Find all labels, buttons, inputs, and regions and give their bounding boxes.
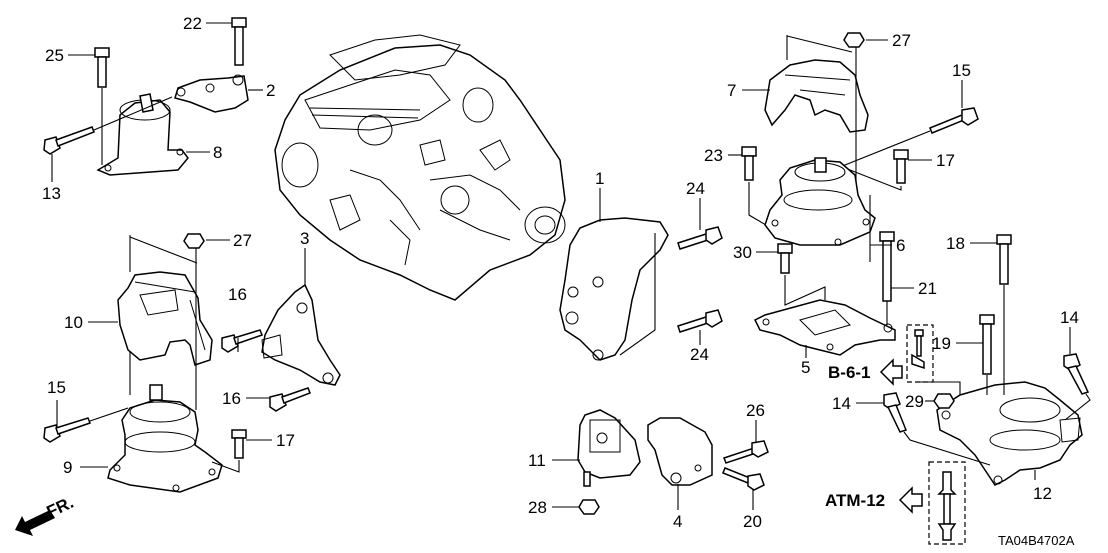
callout-24-lower[interactable]: 24 xyxy=(690,345,709,364)
callout-12[interactable]: 12 xyxy=(1033,484,1052,503)
callout-27-left[interactable]: 27 xyxy=(233,231,252,250)
bolt-16-upper xyxy=(221,329,263,353)
bolt-14-left xyxy=(883,392,991,466)
bolt-13 xyxy=(43,96,173,182)
callout-7[interactable]: 7 xyxy=(727,81,736,100)
part-4-bracket xyxy=(647,417,713,510)
callout-30[interactable]: 30 xyxy=(733,243,752,262)
callout-leaders xyxy=(56,22,1071,508)
callout-29[interactable]: 29 xyxy=(905,392,924,411)
callout-26[interactable]: 26 xyxy=(746,401,765,420)
callout-8[interactable]: 8 xyxy=(213,143,222,162)
mount-12 xyxy=(936,381,1083,486)
part-11-mount xyxy=(577,409,641,487)
callout-1[interactable]: 1 xyxy=(595,169,604,188)
nut-28 xyxy=(578,499,600,515)
bolt-18 xyxy=(996,234,1012,395)
callout-24-upper[interactable]: 24 xyxy=(686,179,705,198)
bolt-19 xyxy=(979,314,995,395)
bolt-24-upper xyxy=(677,198,723,250)
bolt-30 xyxy=(777,243,826,306)
reference-label-atm-12[interactable]: ATM-12 xyxy=(825,491,885,510)
callout-21[interactable]: 21 xyxy=(918,279,937,298)
callout-16-lower[interactable]: 16 xyxy=(222,389,241,408)
nut-29 xyxy=(933,393,955,409)
drawing-code: TA04B4702A xyxy=(998,533,1075,548)
callout-25[interactable]: 25 xyxy=(45,46,64,65)
nut-27-right xyxy=(843,32,865,195)
reference-atm-12: ATM-12 xyxy=(825,486,923,514)
reference-label-b-6-1[interactable]: B-6-1 xyxy=(828,363,871,382)
callout-13[interactable]: 13 xyxy=(42,184,61,203)
bolt-24-lower xyxy=(619,233,723,356)
reference-b-6-1: B-6-1 xyxy=(828,358,903,386)
front-direction-arrow: FR. xyxy=(15,493,77,536)
bolt-14-right xyxy=(1063,353,1091,421)
callout-14-right[interactable]: 14 xyxy=(1060,308,1079,327)
bolt-25 xyxy=(94,47,110,165)
part-5-plate xyxy=(753,299,896,358)
callout-15-right[interactable]: 15 xyxy=(952,61,971,80)
callout-17-right[interactable]: 17 xyxy=(936,151,955,170)
callout-15-left[interactable]: 15 xyxy=(47,378,66,397)
callout-27-right[interactable]: 27 xyxy=(892,31,911,50)
callout-5[interactable]: 5 xyxy=(801,358,810,377)
bolt-17-left xyxy=(211,429,247,473)
callout-23[interactable]: 23 xyxy=(704,146,723,165)
callout-14-left[interactable]: 14 xyxy=(832,394,851,413)
bolt-15-right xyxy=(839,107,979,168)
bolt-21 xyxy=(879,231,895,325)
callout-11[interactable]: 11 xyxy=(528,451,546,470)
part-2-bracket xyxy=(174,74,249,113)
callout-22[interactable]: 22 xyxy=(183,14,202,33)
detail-box-atm-12 xyxy=(928,461,966,545)
callout-2[interactable]: 2 xyxy=(266,81,275,100)
part-10-cover xyxy=(117,235,213,395)
callout-19[interactable]: 19 xyxy=(932,334,951,353)
callout-10[interactable]: 10 xyxy=(64,313,83,332)
callout-6[interactable]: 6 xyxy=(896,236,905,255)
bolt-17-right xyxy=(844,149,909,191)
mount-6 xyxy=(764,157,876,262)
engine-assembly xyxy=(274,34,566,301)
callout-17-left[interactable]: 17 xyxy=(276,431,295,450)
nut-27-left xyxy=(183,233,205,410)
callout-numbers: 22 25 2 8 13 27 3 16 10 16 15 17 9 1 24 … xyxy=(42,14,1079,531)
bolt-26 xyxy=(723,420,769,464)
callout-9[interactable]: 9 xyxy=(63,458,72,477)
bolt-15-left xyxy=(43,407,129,443)
bolt-16-lower xyxy=(269,387,311,412)
mount-9 xyxy=(107,384,223,493)
bolt-22 xyxy=(231,17,247,66)
part-3-bracket xyxy=(261,248,341,386)
callout-28[interactable]: 28 xyxy=(528,498,547,517)
callout-20[interactable]: 20 xyxy=(743,512,762,531)
callout-16-upper[interactable]: 16 xyxy=(228,285,247,304)
detail-box-b-6-1 xyxy=(906,324,961,400)
bolt-20 xyxy=(722,467,765,510)
callout-4[interactable]: 4 xyxy=(673,512,682,531)
mount-8 xyxy=(96,93,189,176)
callout-3[interactable]: 3 xyxy=(300,229,309,248)
part-7-cover xyxy=(764,35,869,133)
part-1-bracket xyxy=(559,188,669,361)
callout-18[interactable]: 18 xyxy=(946,234,965,253)
